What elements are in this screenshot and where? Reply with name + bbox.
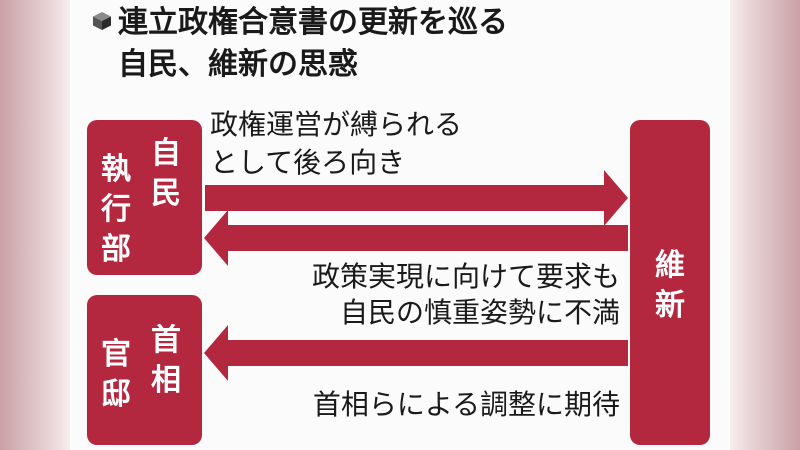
ishin-char-1: 維 <box>655 248 685 283</box>
kantei-char-2: 邸 <box>101 377 131 412</box>
jimin-executive-label: 執 行 部 <box>99 150 133 270</box>
arrow-to-kantei <box>204 325 628 381</box>
ishin-char-2: 新 <box>655 288 685 323</box>
diagram-title-line1: 連立政権合意書の更新を巡る <box>118 5 508 40</box>
jimin-executive-char-3: 部 <box>101 232 131 267</box>
jimin-executive-char-2: 行 <box>101 192 131 227</box>
jimin-executive-char-1: 執 <box>101 152 131 187</box>
jimin-executive-box: 執 行 部 自 民 <box>87 120 202 275</box>
label-top-line1: 政権運営が縛られる <box>210 108 463 141</box>
pm-char-2: 相 <box>151 363 181 398</box>
jimin-party-char-2: 民 <box>151 176 181 211</box>
arrow-to-jimin <box>204 210 628 266</box>
jimin-party-label: 自 民 <box>149 134 183 214</box>
kantei-char-1: 官 <box>101 337 131 372</box>
ishin-label: 維 新 <box>653 246 687 326</box>
arrow-to-ishin <box>205 170 628 226</box>
right-blur-edge <box>730 0 800 450</box>
label-top-line2: として後ろ向き <box>210 146 406 179</box>
label-mid-line1: 政策実現に向けて要求も <box>311 260 620 293</box>
cube-icon <box>93 12 111 30</box>
kantei-label: 官 邸 <box>99 335 133 415</box>
label-mid-line2: 自民の慎重姿勢に不満 <box>339 296 620 329</box>
jimin-party-char-1: 自 <box>151 136 181 171</box>
kantei-box: 官 邸 首 相 <box>87 295 202 445</box>
pm-char-1: 首 <box>151 323 181 358</box>
pm-label: 首 相 <box>149 321 183 401</box>
diagram-title-line2: 自民、維新の思惑 <box>118 47 358 82</box>
label-bottom-line1: 首相らによる調整に期待 <box>312 388 620 421</box>
ishin-box: 維 新 <box>630 120 710 445</box>
left-blur-edge <box>0 0 70 450</box>
